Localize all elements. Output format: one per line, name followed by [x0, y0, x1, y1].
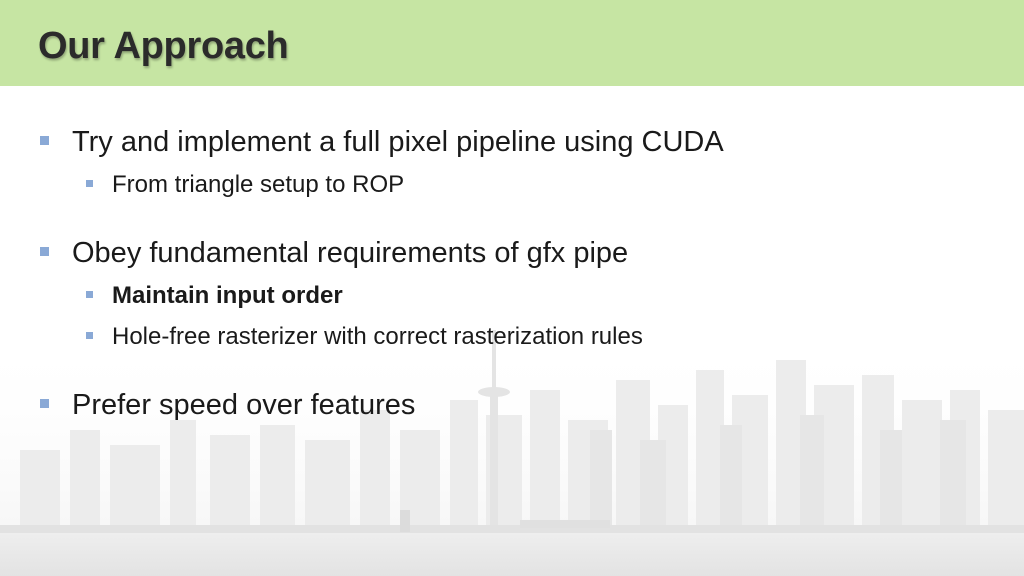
- city-skyline-watermark: [0, 330, 1024, 576]
- sub-bullet-item: Maintain input order: [86, 281, 343, 311]
- square-bullet-icon: [86, 290, 93, 298]
- square-bullet-icon: [40, 135, 49, 145]
- square-bullet-icon: [86, 331, 93, 339]
- square-bullet-icon: [40, 398, 49, 408]
- slide-title: Our Approach: [38, 25, 289, 67]
- sub-bullet-text: From triangle setup to ROP: [112, 171, 405, 198]
- bullet-text: Try and implement a full pixel pipeline …: [72, 125, 724, 158]
- sub-bullet-item: Hole-free rasterizer with correct raster…: [86, 322, 643, 352]
- square-bullet-icon: [86, 179, 93, 187]
- sub-bullet-text: Hole-free rasterizer with correct raster…: [112, 323, 643, 350]
- bullet-item: Obey fundamental requirements of gfx pip…: [40, 235, 628, 271]
- sub-bullet-text: Maintain input order: [112, 282, 343, 309]
- bullet-text: Prefer speed over features: [72, 388, 416, 421]
- bullet-item: Prefer speed over features: [40, 387, 415, 423]
- title-band: Our Approach: [0, 0, 1024, 86]
- sub-bullet-item: From triangle setup to ROP: [86, 170, 404, 200]
- square-bullet-icon: [40, 246, 49, 256]
- bullet-text: Obey fundamental requirements of gfx pip…: [72, 236, 629, 269]
- bullet-item: Try and implement a full pixel pipeline …: [40, 124, 724, 160]
